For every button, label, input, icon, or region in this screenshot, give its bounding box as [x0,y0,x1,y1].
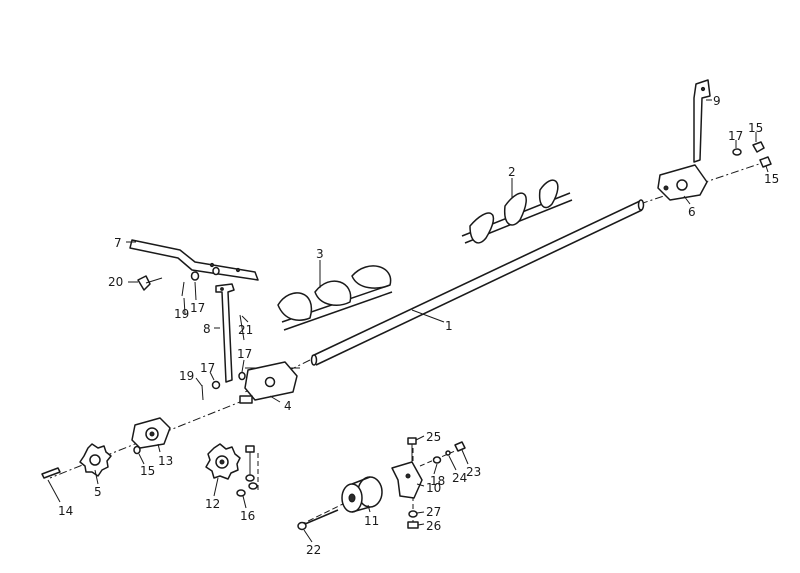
callout-5: 5 [94,485,102,499]
callout-4: 4 [284,399,292,413]
callout-22: 22 [306,543,321,557]
callout-15-right: 15 [764,172,779,186]
flat-bar-part-7 [129,239,259,281]
bearing-flange-part-13 [131,417,171,449]
hardware-right [732,141,772,168]
upright-bar-part-9 [693,79,711,163]
callout-17-mid: 17 [237,347,252,361]
leader-lines [47,99,769,543]
callout-2: 2 [508,165,516,179]
callout-24: 24 [452,471,467,485]
callout-26: 26 [426,519,441,533]
callout-labels: 1 2 3 4 5 6 7 8 9 10 11 12 13 14 15 15 1… [58,94,779,557]
callout-1: 1 [445,319,453,333]
bracket-part-4 [239,361,298,404]
sprocket-part-12 [205,443,241,480]
callout-11: 11 [364,514,379,528]
callout-27: 27 [426,505,441,519]
washer-15 [133,445,141,455]
fasteners-top-left [137,266,220,297]
bracket-part-10 [391,461,423,499]
bearing-plate-part-6 [657,164,708,201]
callout-8: 8 [203,322,211,336]
upright-bar-part-8 [215,283,245,383]
callout-19-top: 19 [174,307,189,321]
callout-7: 7 [114,236,122,250]
callout-12: 12 [205,497,220,511]
callout-10: 10 [426,481,441,495]
callout-17-right: 17 [728,129,743,143]
callout-23: 23 [466,465,481,479]
callout-15-left: 15 [140,464,155,478]
callout-18: 18 [430,474,445,488]
callout-20: 20 [108,275,123,289]
auger-part-2 [461,179,573,244]
callout-17-left: 17 [200,361,215,375]
callout-21: 21 [238,323,253,337]
callout-15-top: 15 [748,121,763,135]
roller-part-11 [341,476,383,513]
callout-25: 25 [426,430,441,444]
callout-6: 6 [688,205,696,219]
bolt-part-22 [297,509,339,531]
callout-13: 13 [158,454,173,468]
auger-part-3 [277,265,393,331]
bolt-part-16 [236,445,258,497]
callout-14: 14 [58,504,73,518]
hardware-bottom [407,437,466,529]
callout-17-top: 17 [190,301,205,315]
key-part-14 [41,467,61,479]
callout-3: 3 [316,247,324,261]
callout-16: 16 [240,509,255,523]
fasteners-left [201,371,246,401]
shaft-part-1 [310,199,645,366]
callout-9: 9 [713,94,721,108]
sprocket-part-5 [79,443,112,477]
callout-19-left: 19 [179,369,194,383]
